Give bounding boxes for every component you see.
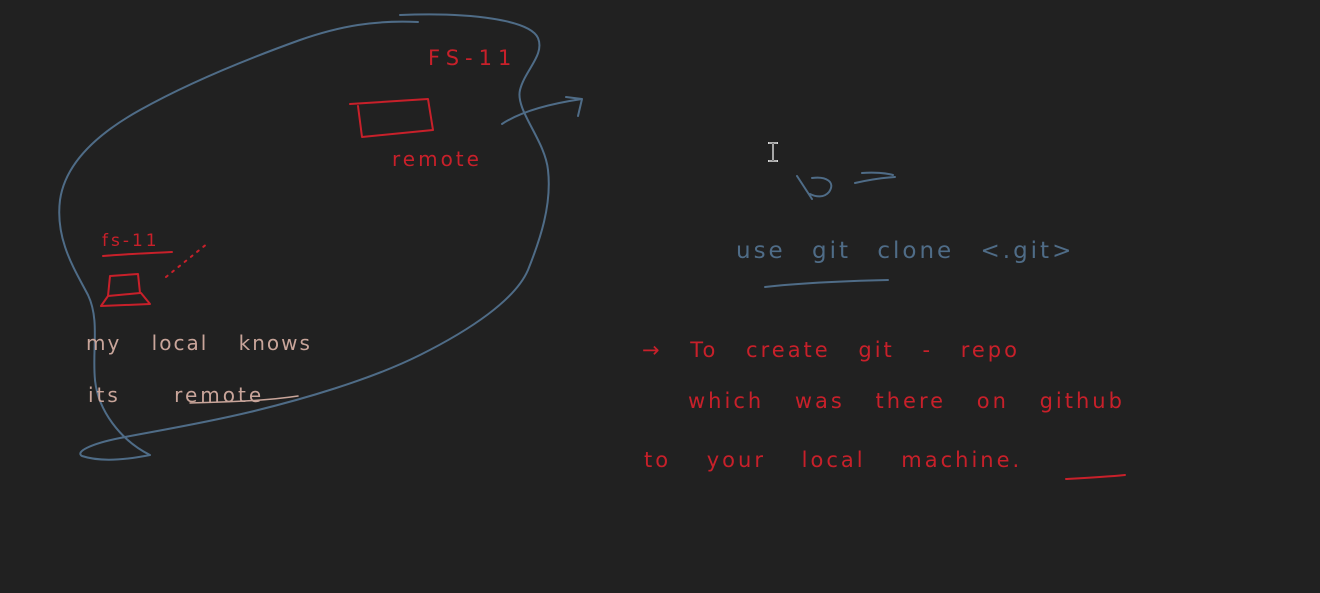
machine-underline bbox=[1065, 474, 1126, 480]
local-note-underline bbox=[189, 395, 299, 404]
laptop-icon bbox=[100, 273, 151, 307]
explanation-line-1: → To create git - repo bbox=[642, 338, 1020, 362]
remote-repo-label: FS-11 bbox=[428, 46, 517, 70]
explanation-line-2: which was there on github bbox=[688, 389, 1125, 413]
outgoing-arrow bbox=[501, 96, 583, 125]
scribble-marker bbox=[796, 171, 896, 200]
local-note-line-1: my local knows bbox=[86, 331, 312, 355]
boundary-cloud-outline bbox=[58, 13, 550, 461]
text-ibeam-cursor-icon bbox=[768, 142, 778, 162]
command-underline bbox=[764, 279, 889, 288]
remote-caption: remote bbox=[392, 147, 482, 171]
remote-repo-box bbox=[349, 98, 434, 138]
local-remote-dotted-link bbox=[165, 242, 209, 278]
local-note-line-2: its remote bbox=[88, 383, 264, 407]
local-repo-label: fs-11 bbox=[102, 231, 160, 251]
explanation-line-3: to your local machine. bbox=[644, 448, 1022, 472]
git-clone-command: use git clone <.git> bbox=[736, 238, 1074, 264]
local-repo-label-underline bbox=[102, 251, 173, 257]
